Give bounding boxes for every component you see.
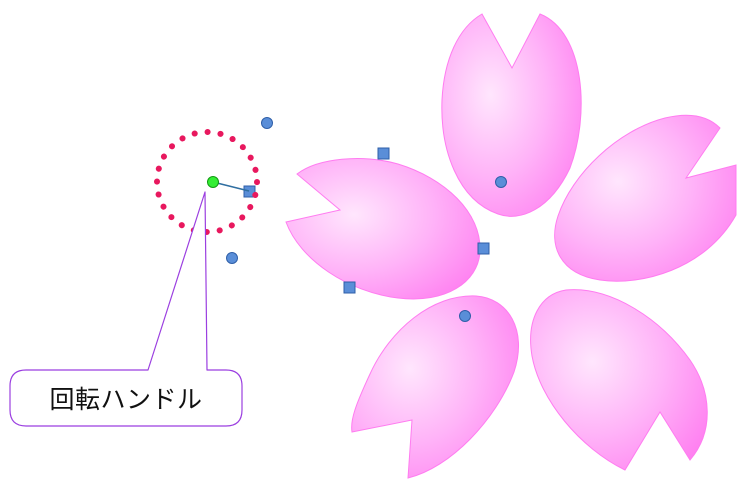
petal-bottom-left[interactable]	[352, 296, 519, 478]
petal-top[interactable]	[442, 14, 581, 216]
callout-balloon	[10, 192, 242, 426]
rotation-handle[interactable]	[208, 177, 219, 188]
petal-right[interactable]	[555, 115, 736, 281]
adjust-handle-lower-petal[interactable]	[460, 311, 471, 322]
adjust-handle-left-top[interactable]	[262, 118, 273, 129]
adjust-handle-left-bottom[interactable]	[227, 253, 238, 264]
petal-left[interactable]	[286, 159, 480, 299]
resize-handle-top[interactable]	[378, 148, 389, 159]
resize-handle-right[interactable]	[478, 243, 489, 254]
resize-handle-bottom[interactable]	[344, 282, 355, 293]
petal-bottom-right[interactable]	[531, 290, 708, 470]
adjust-handle-top-petal[interactable]	[496, 177, 507, 188]
